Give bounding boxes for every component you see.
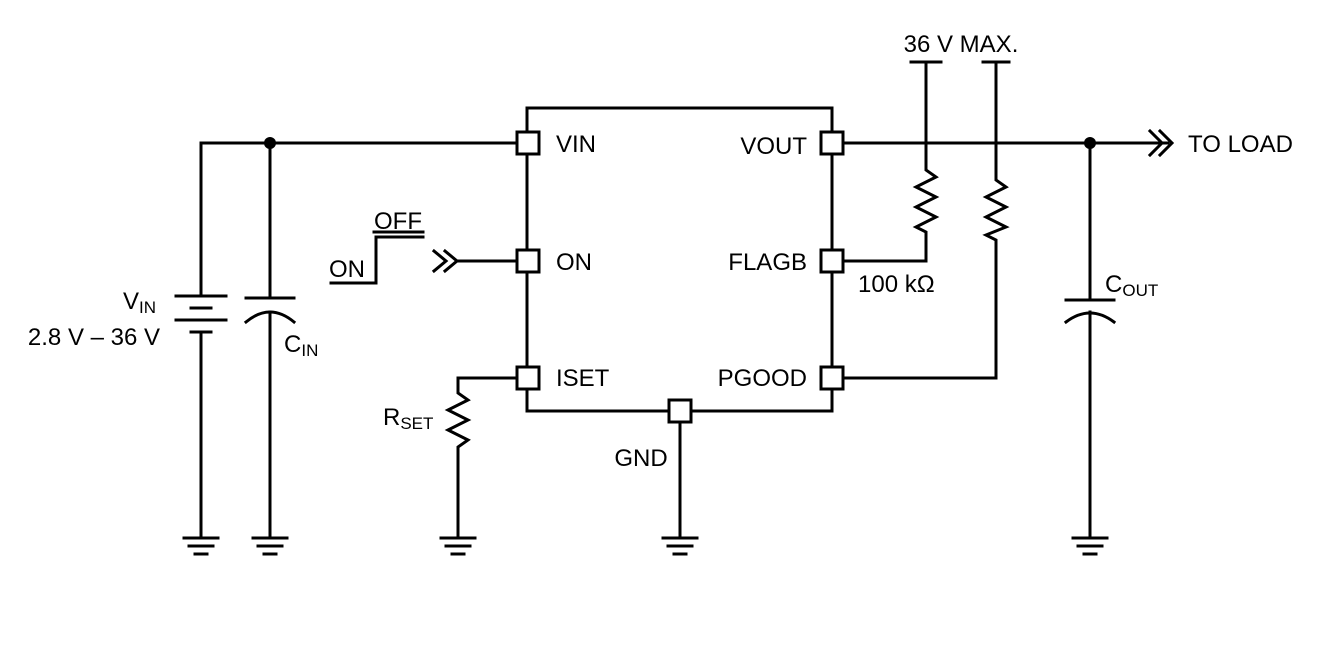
cin-label: CIN <box>284 331 318 360</box>
junction-dot <box>264 137 276 149</box>
pin-label-pgood: PGOOD <box>718 365 807 392</box>
cout-capacitor <box>1063 141 1117 540</box>
on-off-switch <box>329 235 425 285</box>
pin-flagb <box>819 248 845 274</box>
pgood-pullup-resistor <box>830 60 1010 380</box>
pin-label-vin: VIN <box>556 131 596 158</box>
load-label: TO LOAD <box>1188 131 1293 158</box>
ground-rset <box>439 536 477 556</box>
pin-label-iset: ISET <box>556 365 610 392</box>
rset-resistor <box>444 376 529 540</box>
battery-symbol <box>174 294 228 540</box>
ground-cin <box>251 536 289 556</box>
pin-label-flagb: FLAGB <box>728 249 807 276</box>
source-range-label: 2.8 V – 36 V <box>28 324 160 351</box>
rset-label: RSET <box>383 404 433 433</box>
ground-gnd <box>661 536 699 556</box>
flagb-pullup-resistor <box>830 60 940 263</box>
source-label: VIN <box>123 288 156 317</box>
supply-label: 36 V MAX. <box>904 31 1019 58</box>
pin-label-gnd: GND <box>614 445 667 472</box>
pin-label-vout: VOUT <box>740 133 807 160</box>
pin-vout <box>819 130 845 156</box>
cout-label: COUT <box>1105 271 1158 300</box>
pin-vin <box>515 130 541 156</box>
switch-on-label: ON <box>329 256 365 283</box>
cin-capacitor <box>243 296 297 540</box>
pin-gnd <box>667 398 693 424</box>
pin-iset <box>515 365 541 391</box>
vin-net <box>199 137 529 298</box>
pin-pgood <box>819 365 845 391</box>
ground-cout <box>1071 536 1109 556</box>
pullup-value-label: 100 kΩ <box>858 271 935 298</box>
vout-net <box>830 128 1175 158</box>
on-input <box>431 248 529 274</box>
pin-on <box>515 248 541 274</box>
ground-vin <box>182 536 220 556</box>
pin-label-on: ON <box>556 249 592 276</box>
